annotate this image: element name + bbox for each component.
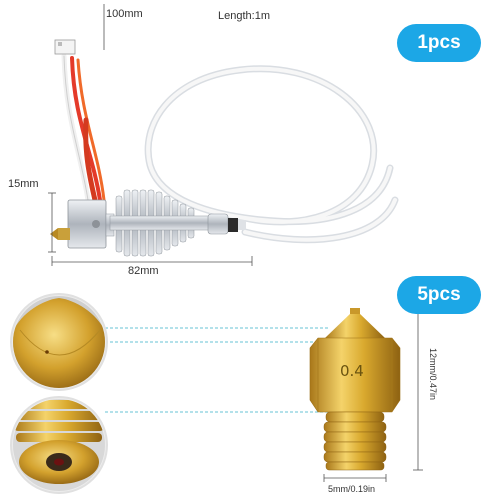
nozzle-thread-closeup xyxy=(10,396,108,494)
hotend-width-label: 82mm xyxy=(128,265,159,277)
heater-wires xyxy=(61,53,106,208)
wire-length-label: 100mm xyxy=(106,8,143,20)
nozzle-height-label: 12mm/0.47in xyxy=(428,348,438,401)
heater-block xyxy=(50,199,107,249)
nozzle-tip-closeup xyxy=(10,293,108,391)
wire-connector xyxy=(54,39,76,55)
nozzle-quantity-badge: 5pcs xyxy=(397,276,481,314)
hotend-quantity-badge: 1pcs xyxy=(397,24,481,62)
nozzle-large xyxy=(309,308,401,471)
heatsink xyxy=(105,189,211,257)
hotend-height-label: 15mm xyxy=(8,178,39,190)
nozzle-size-marking: 0.4 xyxy=(340,362,364,380)
coupler xyxy=(207,213,246,235)
tube-length-label: Length:1m xyxy=(218,10,270,22)
nozzle-width-label: 5mm/0.19in xyxy=(328,484,376,494)
hotend-dimension-lines xyxy=(48,4,253,266)
ptfe-tube xyxy=(144,65,399,244)
nozzle-guide-lines xyxy=(105,327,330,413)
